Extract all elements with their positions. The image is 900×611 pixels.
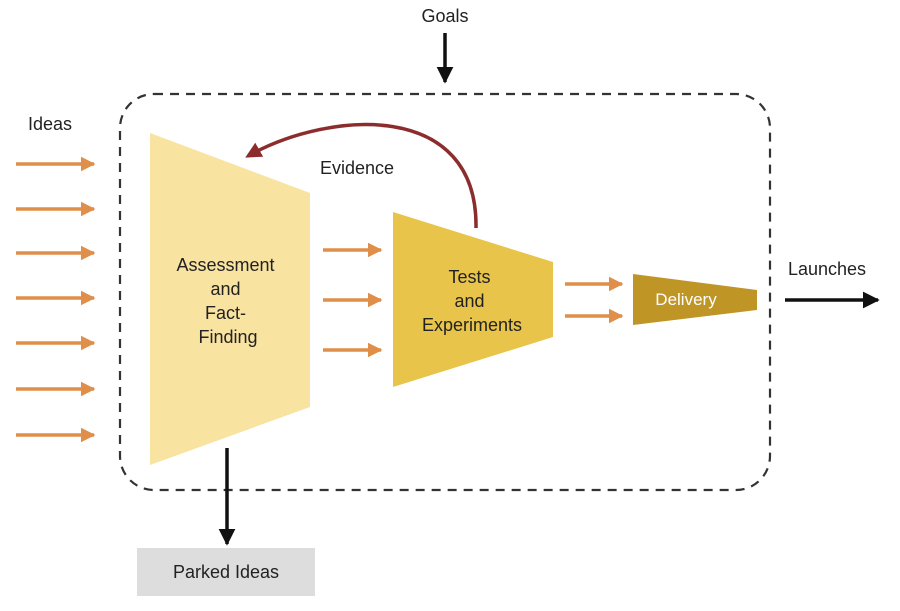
assessment-label: Assessment and Fact- Finding — [176, 255, 279, 347]
delivery-label: Delivery — [655, 290, 717, 309]
launches-label: Launches — [788, 259, 866, 279]
assessment-line: Finding — [198, 327, 257, 347]
goals-label: Goals — [421, 6, 468, 26]
assessment-line: and — [210, 279, 240, 299]
ideas-label: Ideas — [28, 114, 72, 134]
tests-line: and — [454, 291, 484, 311]
tests-label: Tests and Experiments — [422, 267, 522, 335]
evidence-label: Evidence — [320, 158, 394, 178]
assessment-stage — [150, 133, 310, 465]
assessment-line: Assessment — [176, 255, 274, 275]
process-boundary — [118, 92, 772, 492]
evidence-arrow — [245, 122, 478, 229]
parked-ideas-label: Parked Ideas — [173, 562, 279, 582]
parked-ideas-box — [137, 548, 315, 596]
delivery-stage — [633, 274, 757, 325]
tests-stage — [393, 212, 553, 387]
ideas-arrows — [16, 156, 96, 443]
assessment-line: Fact- — [205, 303, 246, 323]
assessment-to-tests-arrows — [323, 242, 383, 358]
tests-to-delivery-arrows — [565, 276, 624, 324]
tests-line: Experiments — [422, 315, 522, 335]
tests-line: Tests — [448, 267, 490, 287]
